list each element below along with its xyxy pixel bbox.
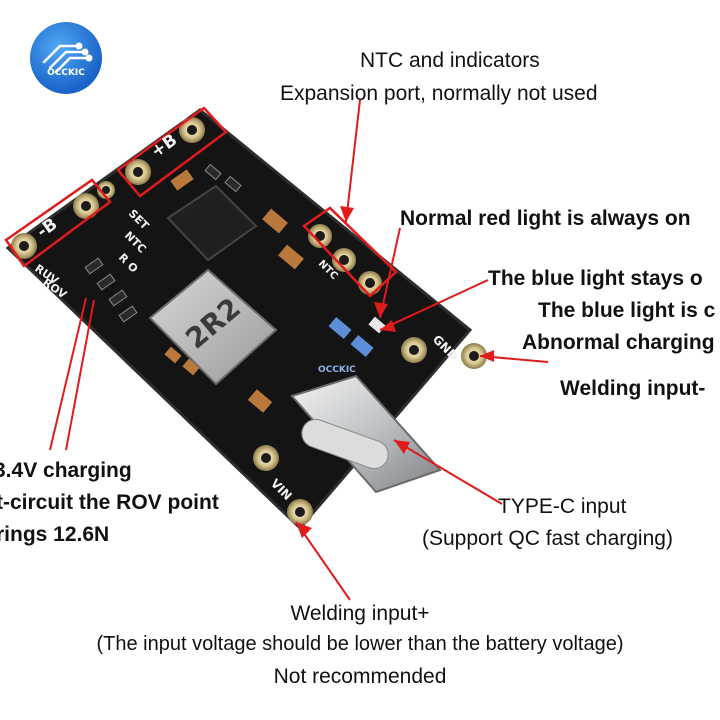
logo-text: OCCKIC bbox=[47, 68, 85, 78]
blue-light-label-2: The blue light is c bbox=[538, 299, 716, 322]
red-light-label: Normal red light is always on bbox=[400, 207, 691, 230]
arrow-heads bbox=[296, 206, 494, 538]
inductor bbox=[148, 268, 278, 386]
welding-plus-label-line3: Not recommended bbox=[273, 665, 447, 688]
abnormal-charging-label: Abnormal charging bbox=[522, 331, 715, 354]
controller-chip bbox=[166, 184, 258, 262]
blue-light-label-1: The blue light stays o bbox=[488, 267, 703, 290]
typec-label-line1: TYPE-C input bbox=[498, 495, 627, 518]
highlight-boxes bbox=[4, 106, 398, 298]
typec-label-line2: (Support QC fast charging) bbox=[422, 527, 673, 550]
smd-components bbox=[84, 163, 242, 323]
circuit-icon bbox=[42, 42, 93, 74]
charging-label-line2: t-circuit the ROV point bbox=[0, 491, 219, 514]
ntc-label-line2: Expansion port, normally not used bbox=[280, 82, 598, 105]
svg-text:OCCKIC: OCCKIC bbox=[318, 365, 356, 375]
capacitors bbox=[164, 169, 304, 413]
welding-input-minus-label: Welding input- bbox=[560, 377, 706, 400]
brand-logo: OCCKIC bbox=[30, 22, 102, 94]
charging-label-line1: 3.4V charging bbox=[0, 459, 132, 482]
charging-label-line3: rings 12.6N bbox=[0, 523, 110, 546]
welding-plus-label-line2: (The input voltage should be lower than … bbox=[96, 633, 624, 655]
usb-c-port bbox=[290, 374, 442, 494]
welding-plus-label-line1: Welding input+ bbox=[290, 602, 430, 625]
ntc-label-line1: NTC and indicators bbox=[360, 49, 540, 72]
